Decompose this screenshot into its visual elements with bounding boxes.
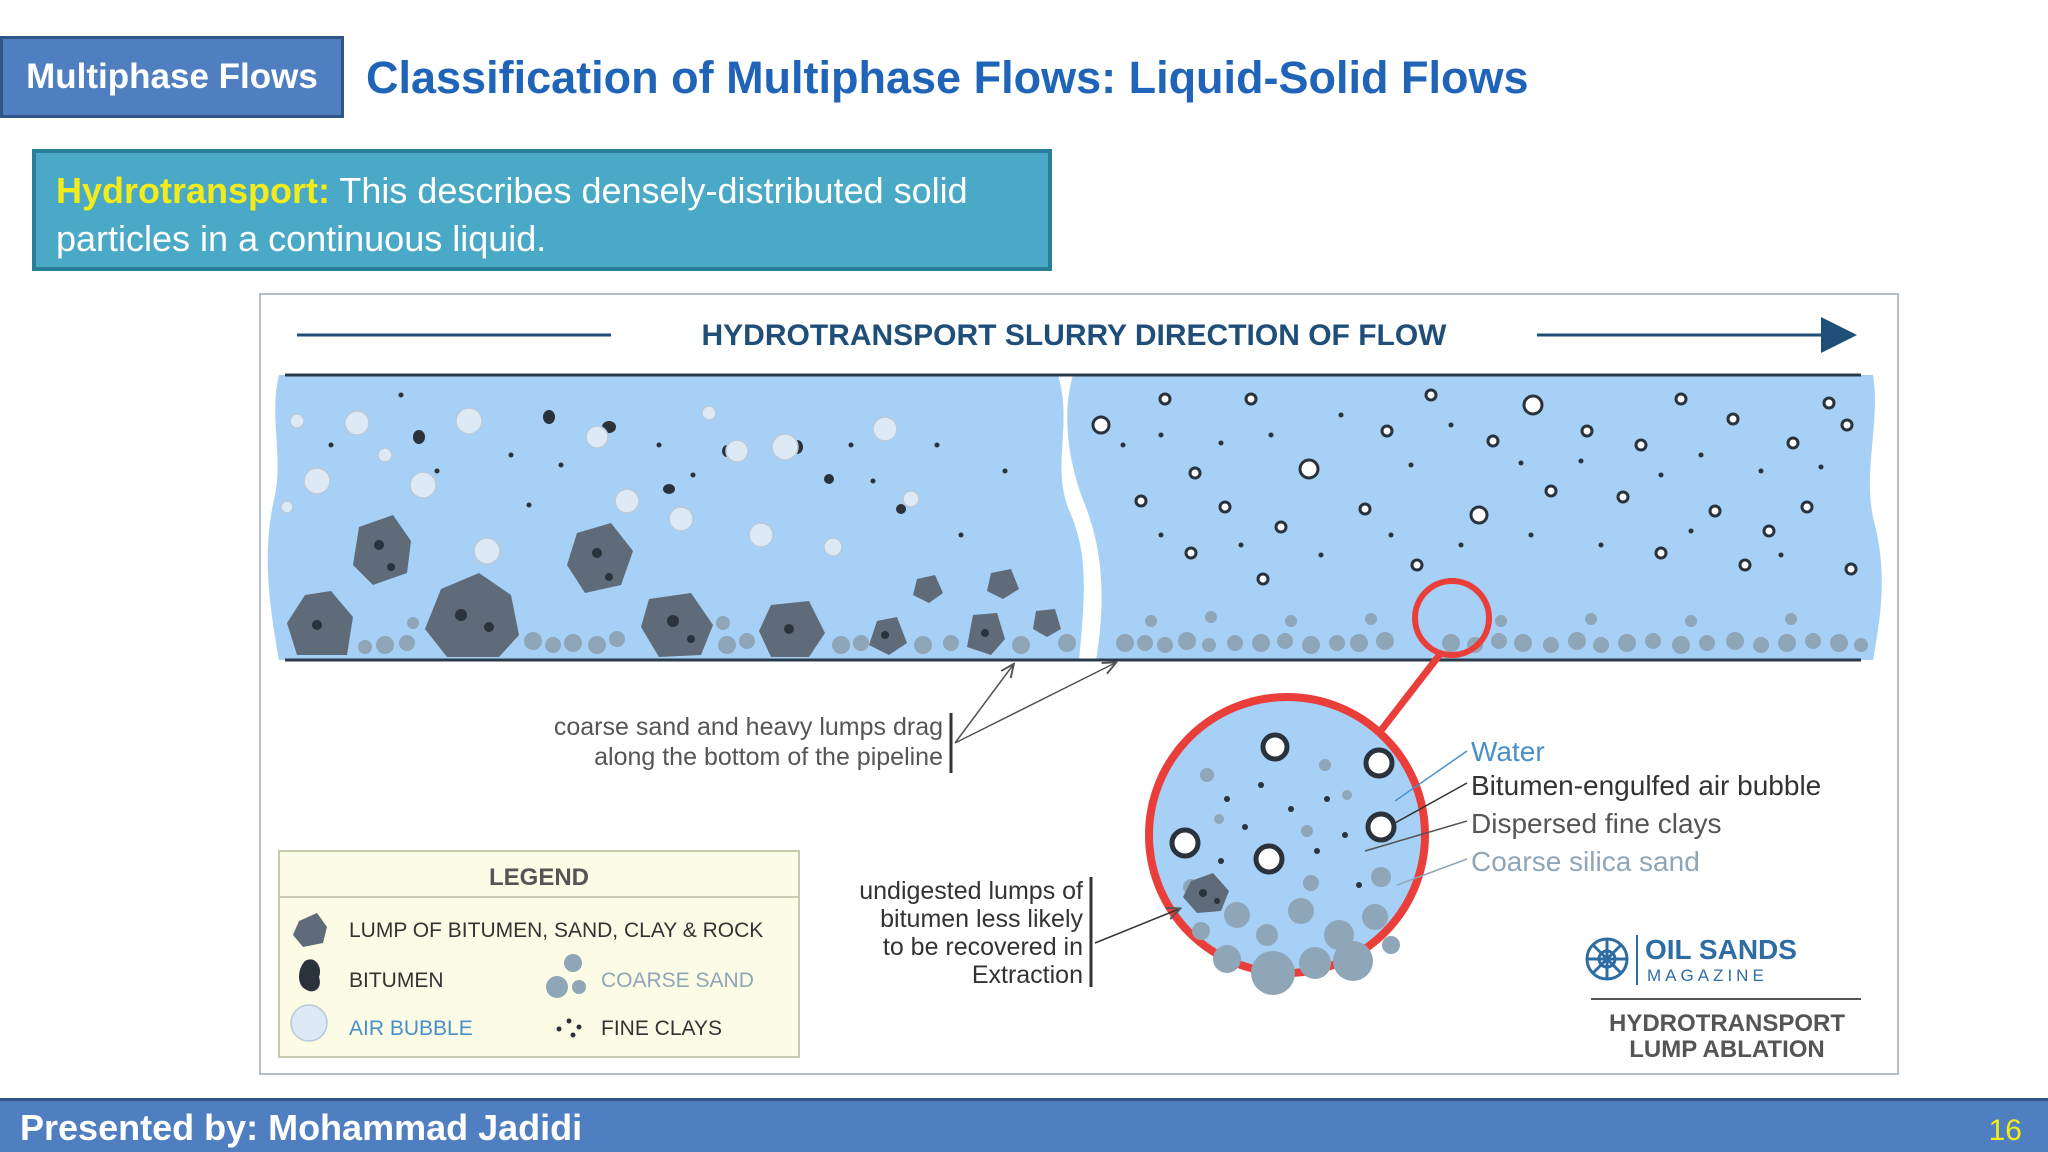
lumps-annotation-line2: bitumen less likely [880, 905, 1083, 933]
legend-coarse-sand-icon [546, 954, 586, 998]
logo-line1: OIL SANDS [1645, 934, 1797, 965]
bitumen-engulfed-bubbles [1091, 388, 1858, 586]
legend-lump-icon [293, 913, 327, 947]
label-clays: Dispersed fine clays [1471, 808, 1722, 839]
hydrotransport-figure: HYDROTRANSPORT SLURRY DIRECTION OF FLOW [259, 293, 1899, 1075]
drag-pointer-2 [954, 663, 1115, 744]
drag-pointer-1 [954, 665, 1013, 744]
logo-line2: MAGAZINE [1647, 966, 1768, 985]
legend-lump-label: LUMP OF BITUMEN, SAND, CLAY & ROCK [349, 919, 763, 942]
legend-coarse-sand-label: COARSE SAND [601, 969, 754, 992]
figure-heading: HYDROTRANSPORT SLURRY DIRECTION OF FLOW [702, 319, 1448, 352]
section-tag: Multiphase Flows [0, 36, 344, 118]
lumps-annotation-line3: to be recovered in [883, 933, 1083, 961]
pointer-clays [1364, 820, 1468, 852]
air-bubbles-left [280, 405, 920, 565]
legend-bitumen-label: BITUMEN [349, 969, 444, 992]
flower-icon [1585, 937, 1629, 981]
legend: LEGEND LUMP OF BITUMEN, SAND, CLAY & ROC… [278, 850, 800, 1058]
logo-caption2: LUMP ABLATION [1629, 1036, 1825, 1063]
page-number: 16 [1988, 1114, 2022, 1147]
fine-clay-dots [328, 392, 1824, 558]
presenter-credit: Presented by: Mohammad Jadidi [20, 1107, 583, 1148]
legend-fine-clays-icon [556, 1018, 582, 1038]
zoom-inset [1145, 693, 1429, 995]
lumps-pointer [1094, 909, 1179, 944]
lump-spots [312, 540, 989, 643]
legend-bitumen-icon [299, 959, 321, 992]
figure-canvas: HYDROTRANSPORT SLURRY DIRECTION OF FLOW [267, 317, 1882, 1063]
pointer-bubble [1394, 782, 1468, 824]
drag-annotation-line2: along the bottom of the pipeline [594, 743, 943, 771]
footer-bar: Presented by: Mohammad Jadidi 16 [0, 1098, 2048, 1152]
definition-term: Hydrotransport: [56, 170, 331, 211]
slide-title: Classification of Multiphase Flows: Liqu… [366, 52, 1529, 103]
coarse-sand-bed [358, 611, 1868, 654]
pointer-sand [1396, 858, 1468, 886]
legend-air-bubble-icon [290, 1004, 328, 1042]
lumps-annotation-line4: Extraction [972, 961, 1083, 989]
pointer-water [1394, 750, 1468, 802]
legend-title: LEGEND [489, 864, 589, 891]
definition-box: Hydrotransport: This describes densely-d… [32, 149, 1052, 271]
lumps-annotation-line1: undigested lumps of [859, 877, 1083, 905]
zoom-source-ring [1412, 578, 1492, 658]
drag-annotation-line1: coarse sand and heavy lumps drag [554, 713, 943, 741]
oil-sands-logo: OIL SANDS MAGAZINE HYDROTRANSPORT LUMP A… [1585, 934, 1861, 1063]
definition-text: This describes densely-distributed solid… [56, 170, 968, 259]
legend-air-bubble-label: AIR BUBBLE [349, 1017, 473, 1040]
label-bubble: Bitumen-engulfed air bubble [1471, 770, 1821, 801]
legend-fine-clays-label: FINE CLAYS [601, 1017, 722, 1040]
logo-caption1: HYDROTRANSPORT [1609, 1010, 1845, 1037]
label-sand: Coarse silica sand [1471, 846, 1700, 877]
zoom-connector [1376, 650, 1444, 736]
label-water: Water [1471, 736, 1545, 767]
